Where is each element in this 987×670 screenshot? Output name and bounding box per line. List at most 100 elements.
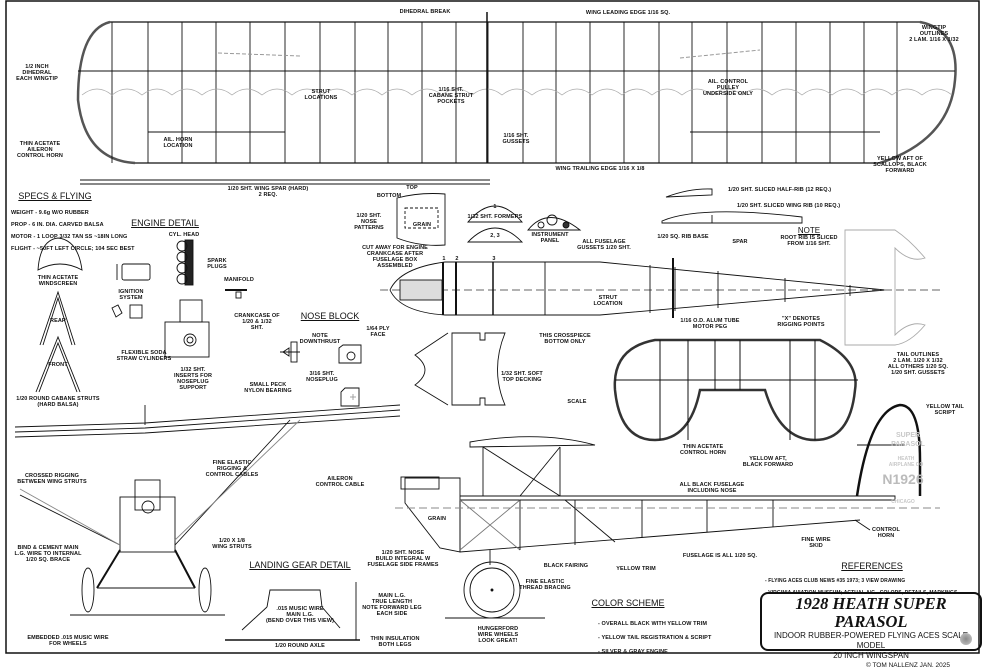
label-gussets: 1/16 SHT. GUSSETS (502, 133, 530, 145)
label-former-1: 1 (493, 204, 497, 210)
spec-weight: WEIGHT - 9.6g W/O RUBBER (11, 210, 89, 216)
label-control-horn: CONTROL HORN (872, 527, 900, 539)
label-nose-patterns: 1/20 SHT. NOSE PATTERNS (354, 213, 384, 231)
label-fine-elastic-rigging: FINE ELASTIC RIGGING & CONTROL CABLES (205, 460, 259, 478)
spec-prop: PROP - 6 IN. DIA. CARVED BALSA (11, 222, 104, 228)
label-cabane-pockets: 1/16 SHT. CABANE STRUT POCKETS (428, 87, 474, 105)
heading-note: NOTE (797, 226, 821, 235)
spec-motor: MOTOR - 1 LOOP 3/32 TAN SS ~18IN LONG (11, 234, 128, 240)
tail-city: CHICAGO (891, 499, 915, 505)
label-grain-side: GRAIN (427, 516, 447, 522)
label-strut-location: STRUT LOCATION (593, 295, 623, 307)
label-formers: 1/32 SHT. FORMERS (467, 214, 523, 220)
heading-specs: SPECS & FLYING (18, 191, 92, 201)
label-spar: SPAR (732, 239, 748, 245)
label-station-2: 2 (455, 256, 459, 262)
label-acetate-aileron-horn: THIN ACETATE AILERON CONTROL HORN (16, 141, 64, 159)
label-scale: SCALE (567, 399, 587, 405)
front-view (14, 404, 401, 616)
label-yellow-aft-black-fwd: YELLOW AFT, BLACK FORWARD (742, 456, 794, 468)
plan-wingspan: 20 INCH WINGSPAN (833, 651, 909, 660)
label-insulation: THIN INSULATION BOTH LEGS (370, 636, 420, 648)
label-soda-straw: FLEXIBLE SODA STRAW CYLINDERS (116, 350, 172, 362)
engine-detail (111, 239, 247, 358)
label-spark-plugs: SPARK PLUGS (207, 258, 227, 270)
label-cut-away: CUT AWAY FOR ENGINE CRANKCASE AFTER FUSE… (362, 245, 428, 269)
title-block: 1928 HEATH SUPER PARASOL INDOOR RUBBER-P… (760, 592, 982, 669)
label-ail-pulley: AIL. CONTROL PULLEY UNDERSIDE ONLY (702, 79, 754, 97)
label-wing-struts: 1/20 X 1/8 WING STRUTS (212, 538, 252, 550)
nose-pattern-and-formers (396, 193, 582, 246)
heading-landing-gear: LANDING GEAR DETAIL (249, 560, 351, 570)
plan-credit: © TOM NALLENZ JAN. 2025 (865, 662, 950, 669)
label-ignition: IGNITION SYSTEM (118, 289, 144, 301)
specs-list: WEIGHT - 9.6g W/O RUBBER PROP - 6 IN. DI… (11, 204, 135, 258)
color-scheme-list: - OVERALL BLACK WITH YELLOW TRIM - YELLO… (598, 614, 711, 663)
label-wire-skid: FINE WIRE SKID (801, 537, 831, 549)
windscreen-and-struts (35, 237, 83, 393)
label-main-lg: MAIN L.G. TRUE LENGTH NOTE FORWARD LEG E… (362, 593, 422, 617)
label-aileron-cable: AILERON CONTROL CABLE (315, 476, 365, 488)
label-nose-integral: 1/20 SHT. NOSE BUILD INTEGRAL W FUSELAGE… (367, 550, 439, 568)
label-tail-outlines: TAIL OUTLINES 2 LAM. 1/20 X 1/32 ALL OTH… (887, 352, 949, 376)
label-station-1: 1 (442, 256, 446, 262)
label-round-axle: 1/20 ROUND AXLE (275, 643, 325, 649)
label-crossed-rigging: CROSSED RIGGING BETWEEN WING STRUTS (17, 473, 87, 485)
label-wing-rib: 1/20 SHT. SLICED WING RIB (10 REQ.) (737, 203, 841, 209)
label-half-inch-dihedral: 1/2 INCH DIHEDRAL EACH WINGTIP (16, 64, 58, 82)
reference-item: - FLYING ACES CLUB NEWS #35 1973; 3 VIEW… (765, 578, 906, 584)
label-ply-face: 1/64 PLY FACE (366, 326, 390, 338)
label-windscreen: THIN ACETATE WINDSCREEN (37, 275, 79, 287)
label-root-rib: ROOT RIB IS SLICED FROM 1/16 SHT. (780, 235, 838, 247)
label-music-wire: .015 MUSIC WIRE MAIN L.G. (BEND OVER THI… (265, 606, 335, 624)
label-crosspiece: THIS CROSSPIECE BOTTOM ONLY (539, 333, 591, 345)
label-all-black-fuselage: ALL BLACK FUSELAGE INCLUDING NOSE (679, 482, 745, 494)
label-yellow-trim: YELLOW TRIM (616, 566, 656, 572)
stabilizer-top-view (613, 338, 858, 442)
label-downthrust: NOTE DOWNTHRUST (299, 333, 341, 345)
label-strut-locations: STRUT LOCATIONS (304, 89, 338, 101)
heading-nose-block: NOSE BLOCK (300, 311, 360, 321)
label-acetate-control-horn: THIN ACETATE CONTROL HORN (679, 444, 727, 456)
color-item: - YELLOW TAIL REGISTRATION & SCRIPT (598, 635, 712, 641)
color-item: - SILVER & GRAY ENGINE (598, 649, 668, 655)
logo-icon (960, 633, 972, 645)
label-fuselage-gussets: ALL FUSELAGE GUSSETS 1/20 SHT. (577, 239, 631, 251)
heading-color-scheme: COLOR SCHEME (591, 598, 665, 608)
label-inserts: 1/32 SHT. INSERTS FOR NOSEPLUG SUPPORT (173, 367, 213, 391)
landing-gear-detail (225, 582, 360, 641)
label-station-3: 3 (492, 256, 496, 262)
label-manifold: MANIFOLD (224, 277, 254, 283)
label-thread-bracing: FINE ELASTIC THREAD BRACING (519, 579, 571, 591)
sheet-border (5, 0, 980, 654)
tail-script-super: SUPER (895, 432, 921, 439)
label-fuselage-sq: FUSELAGE IS ALL 1/20 SQ. (682, 553, 758, 559)
label-rear: REAR (50, 318, 66, 324)
wing-top-view (76, 12, 957, 185)
fuselage-top-view (380, 229, 940, 346)
label-yellow-tail-script: YELLOW TAIL SCRIPT (926, 404, 964, 416)
label-yellow-aft-scallops: YELLOW AFT OF SCALLOPS, BLACK FORWARD (873, 156, 927, 174)
label-top-decking: 1/32 SHT. SOFT TOP DECKING (501, 371, 543, 383)
label-nylon-bearing: SMALL PECK NYLON BEARING (244, 382, 292, 394)
heading-references: REFERENCES (841, 561, 903, 571)
label-bind-cement: BIND & CEMENT MAIN L.G. WIRE TO INTERNAL… (14, 545, 82, 563)
side-view (395, 403, 940, 619)
label-hungerford: HUNGERFORD WIRE WHEELS LOOK GREAT! (477, 626, 519, 644)
plan-subtitle: INDOOR RUBBER-POWERED FLYING ACES SCALE … (773, 631, 969, 650)
top-decking (414, 332, 506, 406)
plan-title: 1928 HEATH SUPER PARASOL (795, 594, 947, 631)
tail-script-parasol: PARASOL (891, 441, 925, 448)
label-cabane-struts: 1/20 ROUND CABANE STRUTS (HARD BALSA) (16, 396, 100, 408)
label-noseplug: 3/16 SHT. NOSEPLUG (306, 371, 338, 383)
nose-block (280, 341, 362, 407)
label-top: TOP (406, 185, 418, 191)
label-front: FRONT (48, 362, 68, 368)
label-ail-horn-location: AIL. HORN LOCATION (163, 137, 193, 149)
label-grain: GRAIN (412, 222, 432, 228)
label-cyl-head: CYL. HEAD (168, 232, 200, 238)
label-rigging-points: "X" DENOTES RIGGING POINTS (777, 316, 825, 328)
label-trailing-edge: WING TRAILING EDGE 1/16 X 1/8 (555, 166, 645, 172)
label-black-fairing: BLACK FAIRING (543, 563, 589, 569)
